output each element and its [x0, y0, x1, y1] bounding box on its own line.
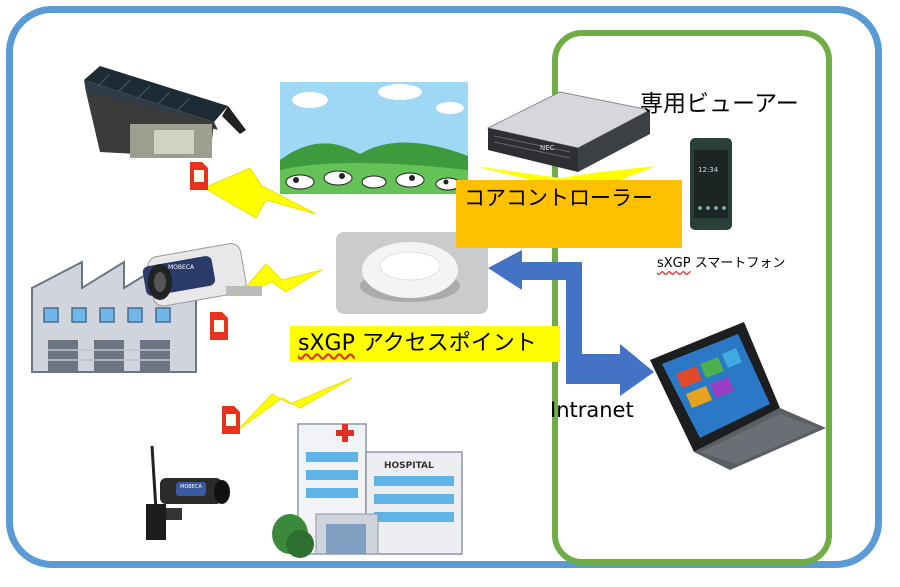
core-controller-label: コアコントローラー: [456, 180, 682, 248]
server-icon: NEC: [486, 91, 652, 172]
server-brand: NEC: [540, 144, 555, 152]
camera-brand: MOBECA: [180, 484, 202, 490]
double-arrow-icon: [488, 250, 654, 396]
access-point-label: sXGP アクセスポイント: [290, 326, 560, 362]
factory-camera-icon: [31, 243, 262, 373]
lightning-bolt-icon: [237, 377, 353, 431]
viewer-frame: [552, 30, 832, 565]
farm-cows-icon: [280, 82, 468, 194]
hospital-icon: HOSPITAL: [272, 423, 463, 558]
lightning-bolt-icon: [202, 167, 317, 219]
access-point-suffix: アクセスポイント: [354, 331, 537, 356]
lightning-bolt-icon: [474, 166, 656, 182]
smartphone-suffix: スマートフォン: [690, 256, 786, 271]
viewer-title: 専用ビューアー: [640, 91, 799, 117]
phone-time: 12:34: [698, 166, 719, 174]
sim-card-icon: [210, 312, 228, 340]
smartphone-icon: 12:34: [690, 138, 732, 230]
sim-card-icon: [190, 162, 208, 190]
access-point-icon: [336, 232, 488, 314]
lightning-bolt-icon: [237, 263, 323, 297]
hospital-sign: HOSPITAL: [384, 461, 434, 471]
outer-frame: [6, 6, 882, 568]
intranet-label: Intranet: [550, 398, 634, 422]
wireless-camera-icon: [146, 445, 230, 540]
sim-card-icon: [222, 406, 240, 434]
smartphone-prefix: sXGP: [657, 256, 691, 271]
smartphone-label: sXGP スマートフォン: [657, 252, 785, 271]
tablet-icon: [650, 322, 826, 470]
camera-brand: MOBECA: [168, 264, 195, 271]
solar-camera-housing-icon: [84, 66, 246, 158]
access-point-prefix: sXGP: [298, 331, 355, 356]
